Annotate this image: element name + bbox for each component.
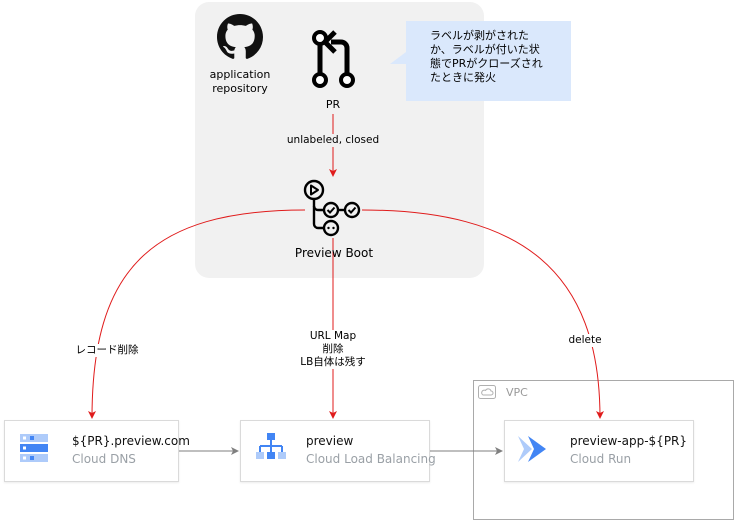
pr-label: PR [325,98,341,111]
cloud-run-subtitle: Cloud Run [570,452,632,466]
boot-to-run-arrow [361,209,604,419]
lb-edge-label: URL Map 削除 LB自体は残す [295,330,371,369]
cloud-dns-subtitle: Cloud DNS [72,452,136,466]
note-pointer [390,52,406,64]
boot-to-dns-arrow [88,209,306,419]
cloud-run-title: preview-app-${PR} [570,434,688,448]
cloud-dns-icon [20,434,48,462]
repository-label-line1: application [209,68,271,81]
load-balancer-subtitle: Cloud Load Balancing [306,452,436,466]
vpc-cloud-icon [478,385,496,399]
github-actions-icon [303,179,361,237]
note-line2: か、ラベルが付いた状 [430,43,540,56]
load-balancer-title: preview [306,434,354,448]
preview-boot-label: Preview Boot [294,246,374,260]
run-edge-label: delete [565,334,605,347]
note-line3: 態でPRがクローズされ [430,57,543,70]
lb-edge-label-line1: URL Map [309,330,357,342]
load-balancing-icon [256,433,286,459]
trigger-edge-label: unlabeled, closed [285,134,381,147]
repository-label-line2: repository [212,82,268,95]
lb-edge-label-line2: 削除 [322,343,344,355]
cloud-dns-title: ${PR}.preview.com [72,434,190,448]
vpc-label: VPC [506,386,528,399]
trigger-note: ラベルが剥がされた か、ラベルが付いた状 態でPRがクローズされ たときに発火 [406,21,571,101]
cloud-run-icon [518,436,546,462]
note-line4: たときに発火 [430,71,496,84]
repository-label: application repository [200,68,280,96]
pull-request-icon [312,30,355,88]
dns-edge-label: レコード削除 [68,344,146,357]
lb-edge-label-line3: LB自体は残す [300,356,366,368]
github-icon [217,14,263,59]
note-line1: ラベルが剥がされた [430,29,529,42]
